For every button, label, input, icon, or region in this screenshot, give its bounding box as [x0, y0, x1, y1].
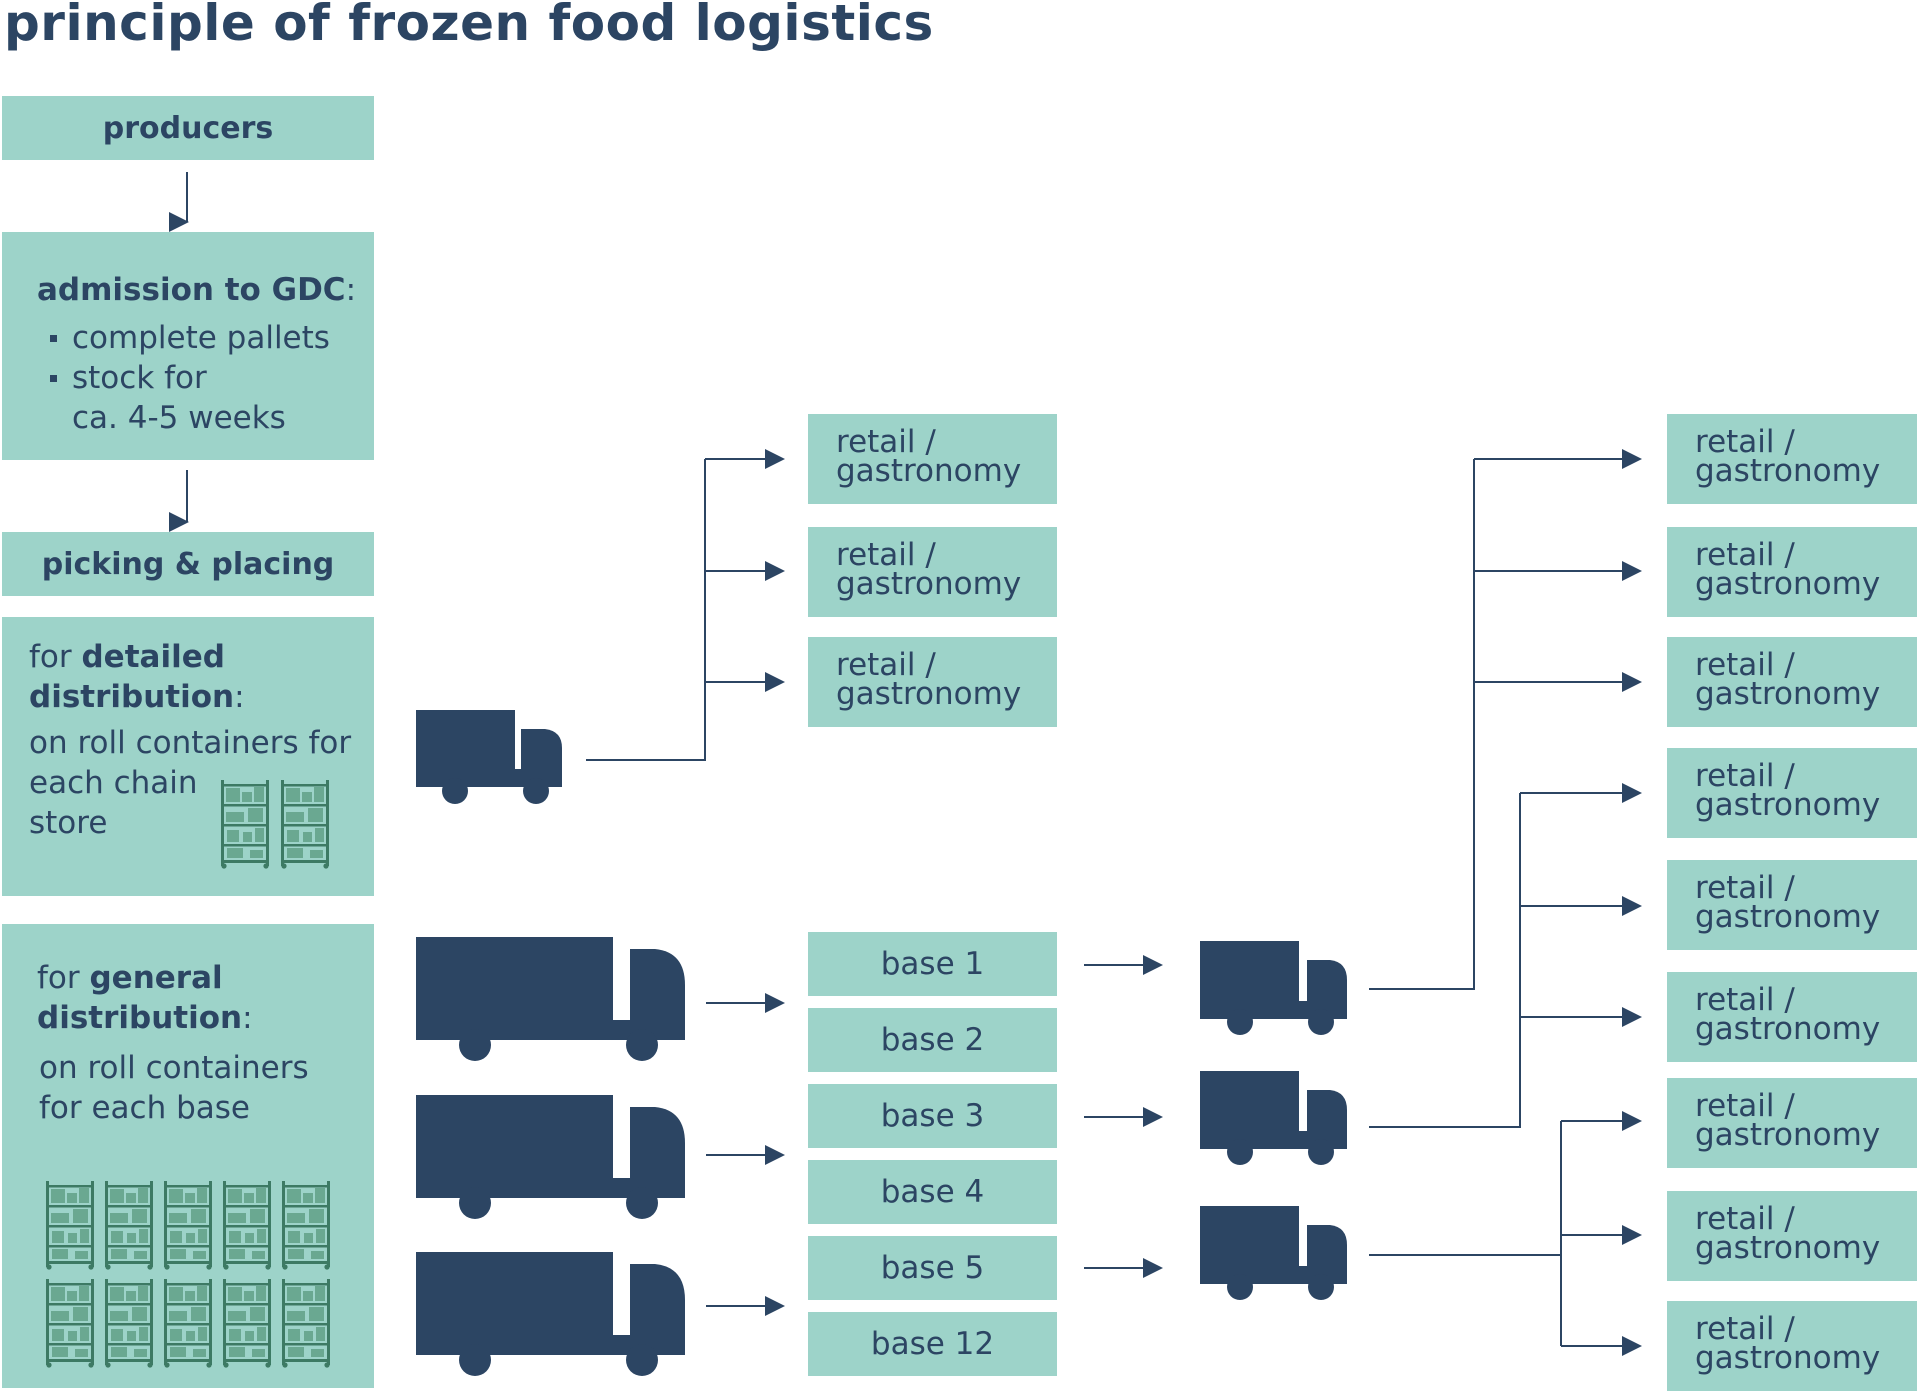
retail-box: retail /gastronomy	[808, 527, 1057, 617]
connector-lines	[586, 449, 785, 761]
base-label: base 2	[880, 1022, 985, 1058]
base-label: base 12	[870, 1326, 995, 1362]
general-distribution-box: for general distribution: on roll contai…	[2, 924, 374, 1388]
truck-icon	[416, 1252, 685, 1376]
producers-box: producers	[2, 96, 374, 160]
retail-box: retail /gastronomy	[808, 414, 1057, 504]
detailed-heading-2: distribution:	[29, 679, 245, 715]
retail-box: retail /gastronomy	[1667, 1191, 1917, 1281]
arrow-icon	[1084, 955, 1163, 1278]
base-label: base 3	[880, 1098, 985, 1134]
detailed-distribution-box: for detailed distribution: on roll conta…	[2, 617, 374, 896]
retail-box: retail /gastronomy	[1667, 527, 1917, 617]
arrow-icon	[706, 993, 785, 1316]
detailed-line-2: each chain	[29, 765, 198, 801]
base-box: base 4	[808, 1160, 1057, 1224]
general-line-1: on roll containers	[39, 1050, 309, 1086]
admission-bullet-1: complete pallets	[50, 320, 330, 356]
retail-box: retail /gastronomy	[1667, 1078, 1917, 1168]
base-box: base 2	[808, 1008, 1057, 1072]
general-heading-2: distribution:	[37, 1000, 253, 1036]
truck-icon	[1200, 1071, 1347, 1165]
truck-icon	[1200, 1206, 1347, 1300]
admission-box: admission to GDC: complete pallets stock…	[2, 232, 374, 460]
base-label: base 4	[880, 1174, 985, 1210]
producers-label: producers	[102, 110, 274, 146]
general-line-2: for each base	[39, 1090, 250, 1126]
detailed-line-3: store	[29, 805, 108, 841]
base-label: base 5	[880, 1250, 985, 1286]
truck-icon	[416, 937, 685, 1061]
retail-box: retail /gastronomy	[1667, 637, 1917, 727]
base-box: base 12	[808, 1312, 1057, 1376]
retail-box: retail /gastronomy	[1667, 972, 1917, 1062]
page-title: principle of frozen food logistics	[4, 0, 934, 52]
retail-box: retail /gastronomy	[1667, 748, 1917, 838]
detailed-line-1: on roll containers for	[29, 725, 352, 761]
roll-container-icon	[221, 780, 329, 869]
picking-label: picking & placing	[41, 546, 335, 582]
base-box: base 5	[808, 1236, 1057, 1300]
picking-box: picking & placing	[2, 532, 374, 596]
base-box: base 1	[808, 932, 1057, 996]
roll-container-icon	[46, 1181, 330, 1368]
retail-box: retail /gastronomy	[1667, 1301, 1917, 1391]
retail-box: retail /gastronomy	[808, 637, 1057, 727]
truck-icon	[416, 1095, 685, 1219]
truck-icon	[1200, 941, 1347, 1035]
admission-continuation: ca. 4-5 weeks	[72, 400, 286, 436]
base-box: base 3	[808, 1084, 1057, 1148]
admission-heading: admission to GDC:	[37, 272, 357, 308]
truck-icon	[416, 710, 562, 804]
general-heading-1: for general	[37, 960, 223, 996]
base-label: base 1	[880, 946, 985, 982]
admission-bullet-2: stock for	[50, 360, 207, 396]
retail-box: retail /gastronomy	[1667, 414, 1917, 504]
connector-lines	[1369, 449, 1642, 1356]
detailed-heading-1: for detailed	[29, 639, 225, 675]
retail-box: retail /gastronomy	[1667, 860, 1917, 950]
